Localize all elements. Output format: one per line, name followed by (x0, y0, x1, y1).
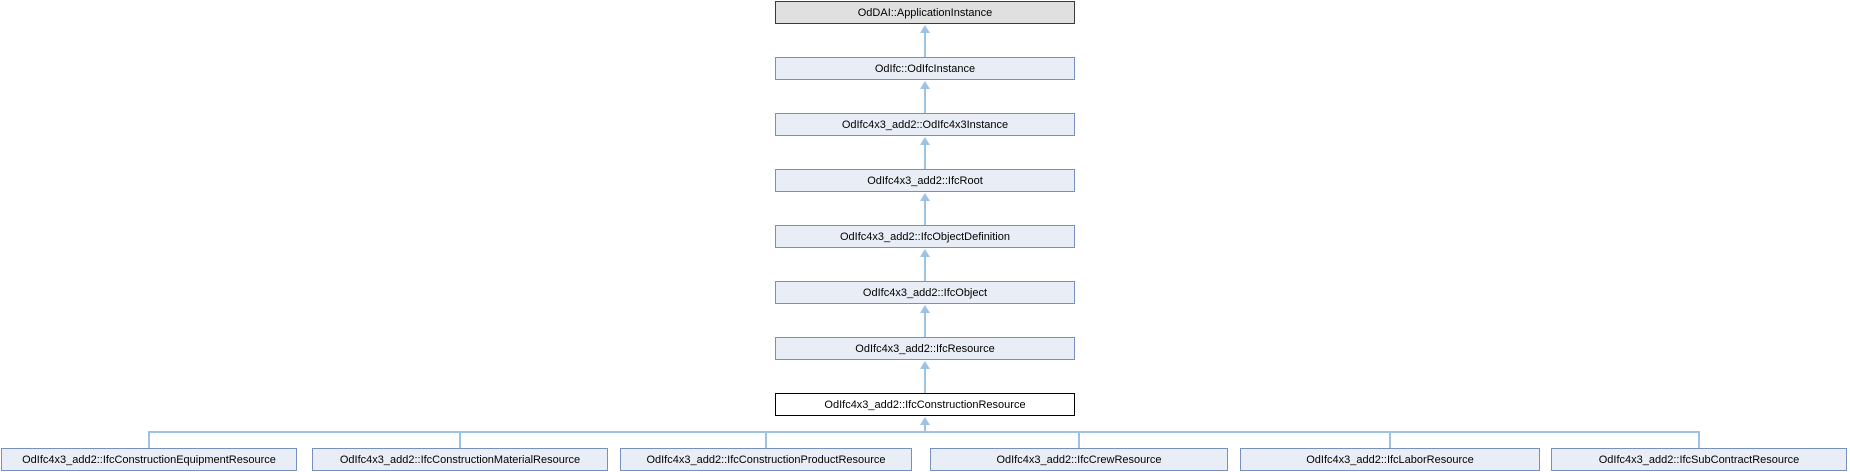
child-edge (459, 433, 461, 448)
child-edge (1389, 433, 1391, 448)
node-ifc-root[interactable]: OdIfc4x3_add2::IfcRoot (775, 169, 1075, 192)
node-ifc-construction-product-resource[interactable]: OdIfc4x3_add2::IfcConstructionProductRes… (620, 448, 912, 471)
node-ifc-labor-resource[interactable]: OdIfc4x3_add2::IfcLaborResource (1240, 448, 1540, 471)
node-odifc-instance[interactable]: OdIfc::OdIfcInstance (775, 57, 1075, 80)
inheritance-edge (924, 84, 926, 113)
inheritance-edge (924, 28, 926, 57)
node-application-instance: OdDAI::ApplicationInstance (775, 1, 1075, 24)
child-edge (1698, 433, 1700, 448)
node-odifc4x3-instance[interactable]: OdIfc4x3_add2::OdIfc4x3Instance (775, 113, 1075, 136)
children-distribution-line (148, 431, 1700, 433)
inheritance-edge (924, 140, 926, 169)
node-ifc-object[interactable]: OdIfc4x3_add2::IfcObject (775, 281, 1075, 304)
node-ifc-construction-equipment-resource[interactable]: OdIfc4x3_add2::IfcConstructionEquipmentR… (1, 448, 297, 471)
node-ifc-object-definition[interactable]: OdIfc4x3_add2::IfcObjectDefinition (775, 225, 1075, 248)
child-edge (148, 433, 150, 448)
node-ifc-crew-resource[interactable]: OdIfc4x3_add2::IfcCrewResource (930, 448, 1228, 471)
inheritance-edge (924, 364, 926, 393)
node-ifc-construction-resource: OdIfc4x3_add2::IfcConstructionResource (775, 393, 1075, 416)
inheritance-edge (924, 252, 926, 281)
node-ifc-construction-material-resource[interactable]: OdIfc4x3_add2::IfcConstructionMaterialRe… (312, 448, 608, 471)
child-edge (765, 433, 767, 448)
node-ifc-subcontract-resource[interactable]: OdIfc4x3_add2::IfcSubContractResource (1551, 448, 1847, 471)
inheritance-edge (924, 420, 926, 433)
inheritance-edge (924, 196, 926, 225)
inheritance-edge (924, 308, 926, 337)
child-edge (1078, 433, 1080, 448)
node-ifc-resource[interactable]: OdIfc4x3_add2::IfcResource (775, 337, 1075, 360)
